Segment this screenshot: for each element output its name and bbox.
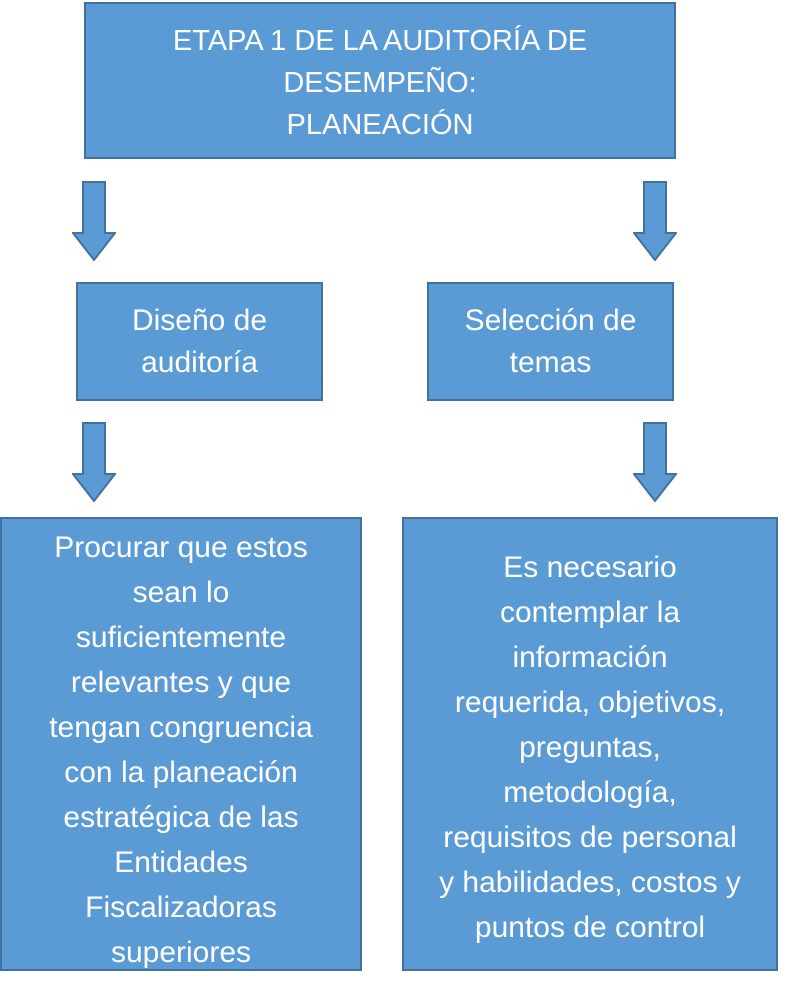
design-detail-line: con la planeación	[64, 756, 298, 789]
topic-selection-line: temas	[509, 345, 592, 379]
topic-selection-text: Selección de temas	[465, 300, 637, 384]
title-box: ETAPA 1 DE LA AUDITORÍA DE DESEMPEÑO: PL…	[84, 2, 676, 159]
title-line: DESEMPEÑO:	[283, 66, 477, 99]
design-detail-line: Procurar que estos	[54, 531, 308, 564]
topics-detail-line: Es necesario	[503, 551, 677, 584]
down-arrow-icon	[633, 422, 677, 502]
design-detail-line: estratégica de las	[63, 801, 299, 834]
topic-selection-line: Selección de	[464, 303, 637, 337]
topics-detail-line: preguntas,	[519, 731, 661, 764]
design-detail-text: Procurar que estos sean lo suficientemen…	[49, 525, 313, 975]
down-arrow-icon	[72, 422, 116, 502]
design-detail-line: sean lo	[132, 576, 230, 609]
topics-detail-line: información	[512, 641, 668, 674]
topic-selection-box: Selección de temas	[427, 282, 674, 401]
down-arrow-icon	[72, 181, 116, 261]
topics-detail-line: requisitos de personal	[443, 821, 737, 854]
audit-design-text: Diseño de auditoría	[132, 300, 267, 384]
topics-detail-line: puntos de control	[474, 911, 706, 944]
title-text: ETAPA 1 DE LA AUDITORÍA DE DESEMPEÑO: PL…	[173, 20, 587, 146]
down-arrow-icon	[633, 181, 677, 261]
design-detail-line: Entidades	[114, 846, 248, 879]
title-line: PLANEACIÓN	[286, 108, 474, 141]
topics-detail-line: metodología,	[503, 776, 677, 809]
audit-design-line: auditoría	[141, 345, 258, 379]
title-line: ETAPA 1 DE LA AUDITORÍA DE	[172, 24, 588, 57]
topics-detail-line: contemplar la	[499, 596, 681, 629]
design-detail-line: Fiscalizadoras	[85, 891, 277, 924]
audit-design-line: Diseño de	[131, 303, 268, 337]
topics-detail-line: requerida, objetivos,	[454, 686, 726, 719]
topics-detail-box: Es necesario contemplar la información r…	[402, 517, 778, 971]
design-detail-box: Procurar que estos sean lo suficientemen…	[0, 517, 362, 971]
design-detail-line: tengan congruencia	[49, 711, 313, 744]
topics-detail-line: y habilidades, costos y	[439, 866, 741, 899]
audit-design-box: Diseño de auditoría	[76, 282, 323, 401]
design-detail-line: superiores	[110, 936, 252, 969]
design-detail-line: suficientemente	[75, 621, 287, 654]
design-detail-line: relevantes y que	[70, 666, 292, 699]
topics-detail-text: Es necesario contemplar la información r…	[439, 545, 741, 950]
